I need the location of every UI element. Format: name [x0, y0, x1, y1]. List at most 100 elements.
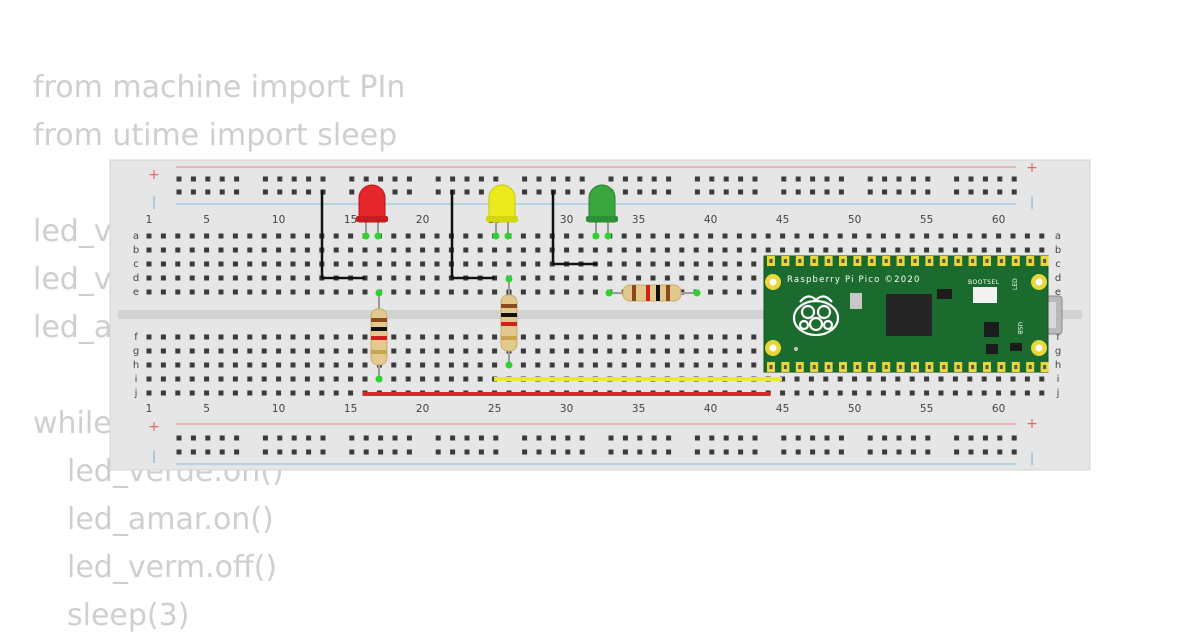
hole[interactable] [549, 348, 555, 354]
hole[interactable] [362, 334, 368, 340]
hole[interactable] [189, 376, 195, 382]
hole[interactable] [420, 233, 426, 239]
rail-hole[interactable] [565, 449, 571, 455]
rail-hole[interactable] [536, 189, 542, 195]
hole[interactable] [290, 376, 296, 382]
hole[interactable] [405, 376, 411, 382]
rail-hole[interactable] [925, 449, 931, 455]
hole[interactable] [189, 348, 195, 354]
hole[interactable] [290, 390, 296, 396]
hole[interactable] [1010, 390, 1016, 396]
hole[interactable] [146, 362, 152, 368]
hole[interactable] [232, 289, 238, 295]
hole[interactable] [405, 362, 411, 368]
resistor[interactable] [500, 275, 518, 369]
hole[interactable] [664, 247, 670, 253]
hole[interactable] [218, 362, 224, 368]
hole[interactable] [362, 261, 368, 267]
hole[interactable] [852, 390, 858, 396]
hole[interactable] [693, 348, 699, 354]
hole[interactable] [621, 247, 627, 253]
hole[interactable] [924, 233, 930, 239]
rail-hole[interactable] [795, 449, 801, 455]
hole[interactable] [808, 247, 814, 253]
hole[interactable] [160, 376, 166, 382]
hole[interactable] [261, 247, 267, 253]
hole[interactable] [751, 261, 757, 267]
hole[interactable] [146, 233, 152, 239]
hole[interactable] [765, 233, 771, 239]
hole[interactable] [506, 261, 512, 267]
hole[interactable] [189, 334, 195, 340]
hole[interactable] [160, 289, 166, 295]
hole[interactable] [535, 362, 541, 368]
hole[interactable] [160, 233, 166, 239]
hole[interactable] [189, 261, 195, 267]
hole[interactable] [348, 289, 354, 295]
hole[interactable] [348, 348, 354, 354]
rail-hole[interactable] [752, 449, 758, 455]
hole[interactable] [333, 362, 339, 368]
hole[interactable] [247, 376, 253, 382]
rail-hole[interactable] [997, 176, 1003, 182]
rail-hole[interactable] [291, 449, 297, 455]
hole[interactable] [333, 376, 339, 382]
rail-hole[interactable] [1011, 435, 1017, 441]
rail-hole[interactable] [738, 176, 744, 182]
hole[interactable] [636, 362, 642, 368]
rail-hole[interactable] [723, 189, 729, 195]
hole[interactable] [232, 247, 238, 253]
rail-hole[interactable] [896, 449, 902, 455]
hole[interactable] [448, 334, 454, 340]
hole[interactable] [333, 247, 339, 253]
hole[interactable] [434, 362, 440, 368]
rail-hole[interactable] [838, 449, 844, 455]
hole[interactable] [909, 247, 915, 253]
rail-hole[interactable] [478, 449, 484, 455]
hole[interactable] [564, 247, 570, 253]
hole[interactable] [1010, 233, 1016, 239]
rail-hole[interactable] [435, 435, 441, 441]
rail-hole[interactable] [378, 176, 384, 182]
hole[interactable] [391, 275, 397, 281]
rail-hole[interactable] [982, 449, 988, 455]
rail-hole[interactable] [910, 189, 916, 195]
hole[interactable] [592, 289, 598, 295]
hole[interactable] [319, 362, 325, 368]
hole[interactable] [1024, 376, 1030, 382]
rail-hole[interactable] [666, 435, 672, 441]
rail-hole[interactable] [738, 449, 744, 455]
hole[interactable] [952, 233, 958, 239]
hole[interactable] [232, 348, 238, 354]
hole[interactable] [204, 261, 210, 267]
hole[interactable] [189, 362, 195, 368]
hole[interactable] [650, 233, 656, 239]
rail-hole[interactable] [406, 435, 412, 441]
hole[interactable] [564, 348, 570, 354]
rail-hole[interactable] [896, 189, 902, 195]
hole[interactable] [463, 348, 469, 354]
rail-hole[interactable] [882, 189, 888, 195]
hole[interactable] [636, 275, 642, 281]
hole[interactable] [463, 334, 469, 340]
hole[interactable] [333, 233, 339, 239]
hole[interactable] [621, 348, 627, 354]
hole[interactable] [722, 247, 728, 253]
hole[interactable] [852, 247, 858, 253]
hole[interactable] [261, 261, 267, 267]
hole[interactable] [261, 362, 267, 368]
hole[interactable] [204, 334, 210, 340]
hole[interactable] [736, 261, 742, 267]
hole[interactable] [880, 376, 886, 382]
hole[interactable] [636, 334, 642, 340]
hole[interactable] [996, 376, 1002, 382]
hole[interactable] [736, 247, 742, 253]
hole[interactable] [837, 233, 843, 239]
hole[interactable] [679, 233, 685, 239]
hole[interactable] [175, 334, 181, 340]
hole[interactable] [276, 261, 282, 267]
rail-hole[interactable] [1011, 189, 1017, 195]
hole[interactable] [348, 233, 354, 239]
hole[interactable] [420, 334, 426, 340]
hole[interactable] [535, 233, 541, 239]
